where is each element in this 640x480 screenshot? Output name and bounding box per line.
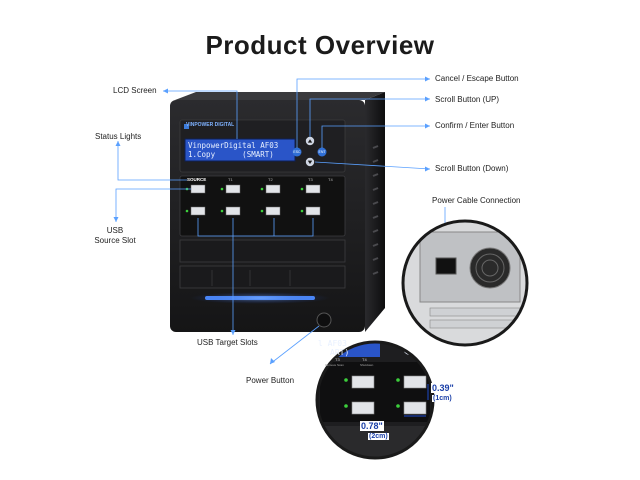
leader-lcd [163, 90, 238, 139]
width-dimension-inch: 0.78" [360, 421, 384, 431]
usb-target-port [225, 206, 241, 216]
leader-scroll-up [309, 98, 430, 137]
port-label-t1: T1 [228, 177, 233, 182]
port-label-t2: T2 [268, 177, 273, 182]
callout-power-button: Power Button [246, 376, 295, 385]
drive-bay [179, 239, 346, 263]
leader-scroll-down [314, 161, 431, 170]
lcd-line1: VinpowerDigital AF03 [188, 141, 279, 150]
leader-status [117, 141, 187, 181]
callout-power-cable: Power Cable Connection [432, 196, 521, 205]
callout-scroll-up: Scroll Button (UP) [435, 95, 500, 104]
ent-button-label: ENT [318, 150, 326, 154]
usb-target-port [265, 206, 281, 216]
usb-target-port [190, 206, 206, 216]
usb-target-port [265, 184, 281, 194]
zoom-usb-port [351, 375, 375, 389]
callout-scroll-down: Scroll Button (Down) [435, 164, 509, 173]
power-cable-zoom [403, 221, 527, 345]
leader-targets-bracket [197, 218, 314, 237]
esc-button [292, 147, 302, 157]
callout-cancel-escape: Cancel / Escape Button [435, 74, 519, 83]
callout-confirm-enter: Confirm / Enter Button [435, 121, 515, 130]
width-dimension-cm: (2cm) [368, 433, 389, 440]
zoom-port-sublabel-1: Remove Scan [325, 363, 344, 367]
source-label: SOURCE [187, 177, 207, 182]
height-dimension-inch: 0.39" [431, 383, 455, 393]
leader-power [269, 325, 320, 365]
leader-ent [321, 125, 430, 148]
usb-source-port [190, 184, 206, 194]
ent-button [317, 147, 327, 157]
power-button [316, 312, 332, 328]
usb-target-port [305, 206, 321, 216]
callout-status-lights: Status Lights [95, 132, 142, 141]
page-title: Product Overview [205, 30, 435, 60]
leader-esc [296, 78, 430, 148]
callout-usb-target-slots: USB Target Slots [197, 338, 258, 347]
zoom-port-sublabel-2: Shutdown [360, 363, 374, 367]
side-vents [372, 145, 379, 275]
zoom-lcd-fragment2: ART) [330, 348, 350, 357]
zoom-usb-port [403, 375, 427, 389]
port-label-t4: T4 [328, 177, 333, 182]
zoom-port-label-t3: T3 [335, 357, 340, 362]
front-detail-zoom [317, 342, 433, 458]
height-dimension-cm: (1cm) [432, 395, 453, 402]
chassis-side [365, 92, 385, 332]
lcd-line2: 1.Copy (SMART) [188, 150, 274, 159]
usb-target-port [305, 184, 321, 194]
leader-usb-source [115, 188, 191, 222]
zoom-port-label-t4: T4 [362, 357, 367, 362]
callout-usb-source-line2: Source Slot [94, 236, 136, 245]
chassis-top [175, 92, 385, 100]
zoom-lcd-fragment1: l AF03 [318, 339, 347, 348]
power-socket [435, 257, 457, 275]
zoom-esc-label: ESC [390, 327, 400, 332]
zoom-usb-port [351, 401, 375, 415]
drive-bay [179, 265, 346, 289]
esc-button-label: ESC [293, 150, 301, 154]
callout-lcd-screen: LCD Screen [113, 86, 157, 95]
zoom-usb-port [403, 401, 427, 415]
port-label-t3: T3 [308, 177, 313, 182]
usb-target-port [225, 184, 241, 194]
brand-logo-mark [184, 124, 189, 129]
brand-logo: VINPOWER DIGITAL [186, 122, 235, 128]
callout-usb-source-line1: USB [106, 226, 124, 235]
